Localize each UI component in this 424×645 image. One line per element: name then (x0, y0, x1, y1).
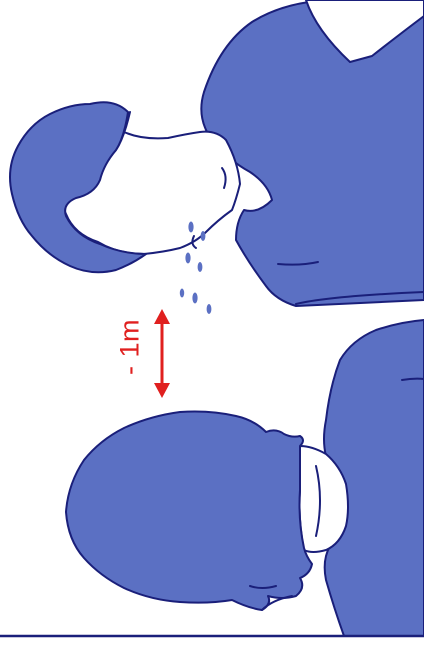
droplet (188, 222, 193, 233)
coughing-person-body (201, 0, 424, 306)
droplet (185, 253, 190, 264)
person-coughing-icon (10, 0, 424, 306)
double-arrow-icon (154, 309, 170, 398)
distance-label: - 1m (115, 319, 146, 375)
droplet (198, 262, 203, 272)
droplet (201, 231, 206, 241)
droplet (207, 304, 212, 314)
droplet (180, 289, 184, 298)
droplet (192, 293, 197, 304)
arrow-head-up (154, 309, 170, 324)
listening-person-hair (66, 412, 312, 611)
arrow-head-down (154, 383, 170, 398)
